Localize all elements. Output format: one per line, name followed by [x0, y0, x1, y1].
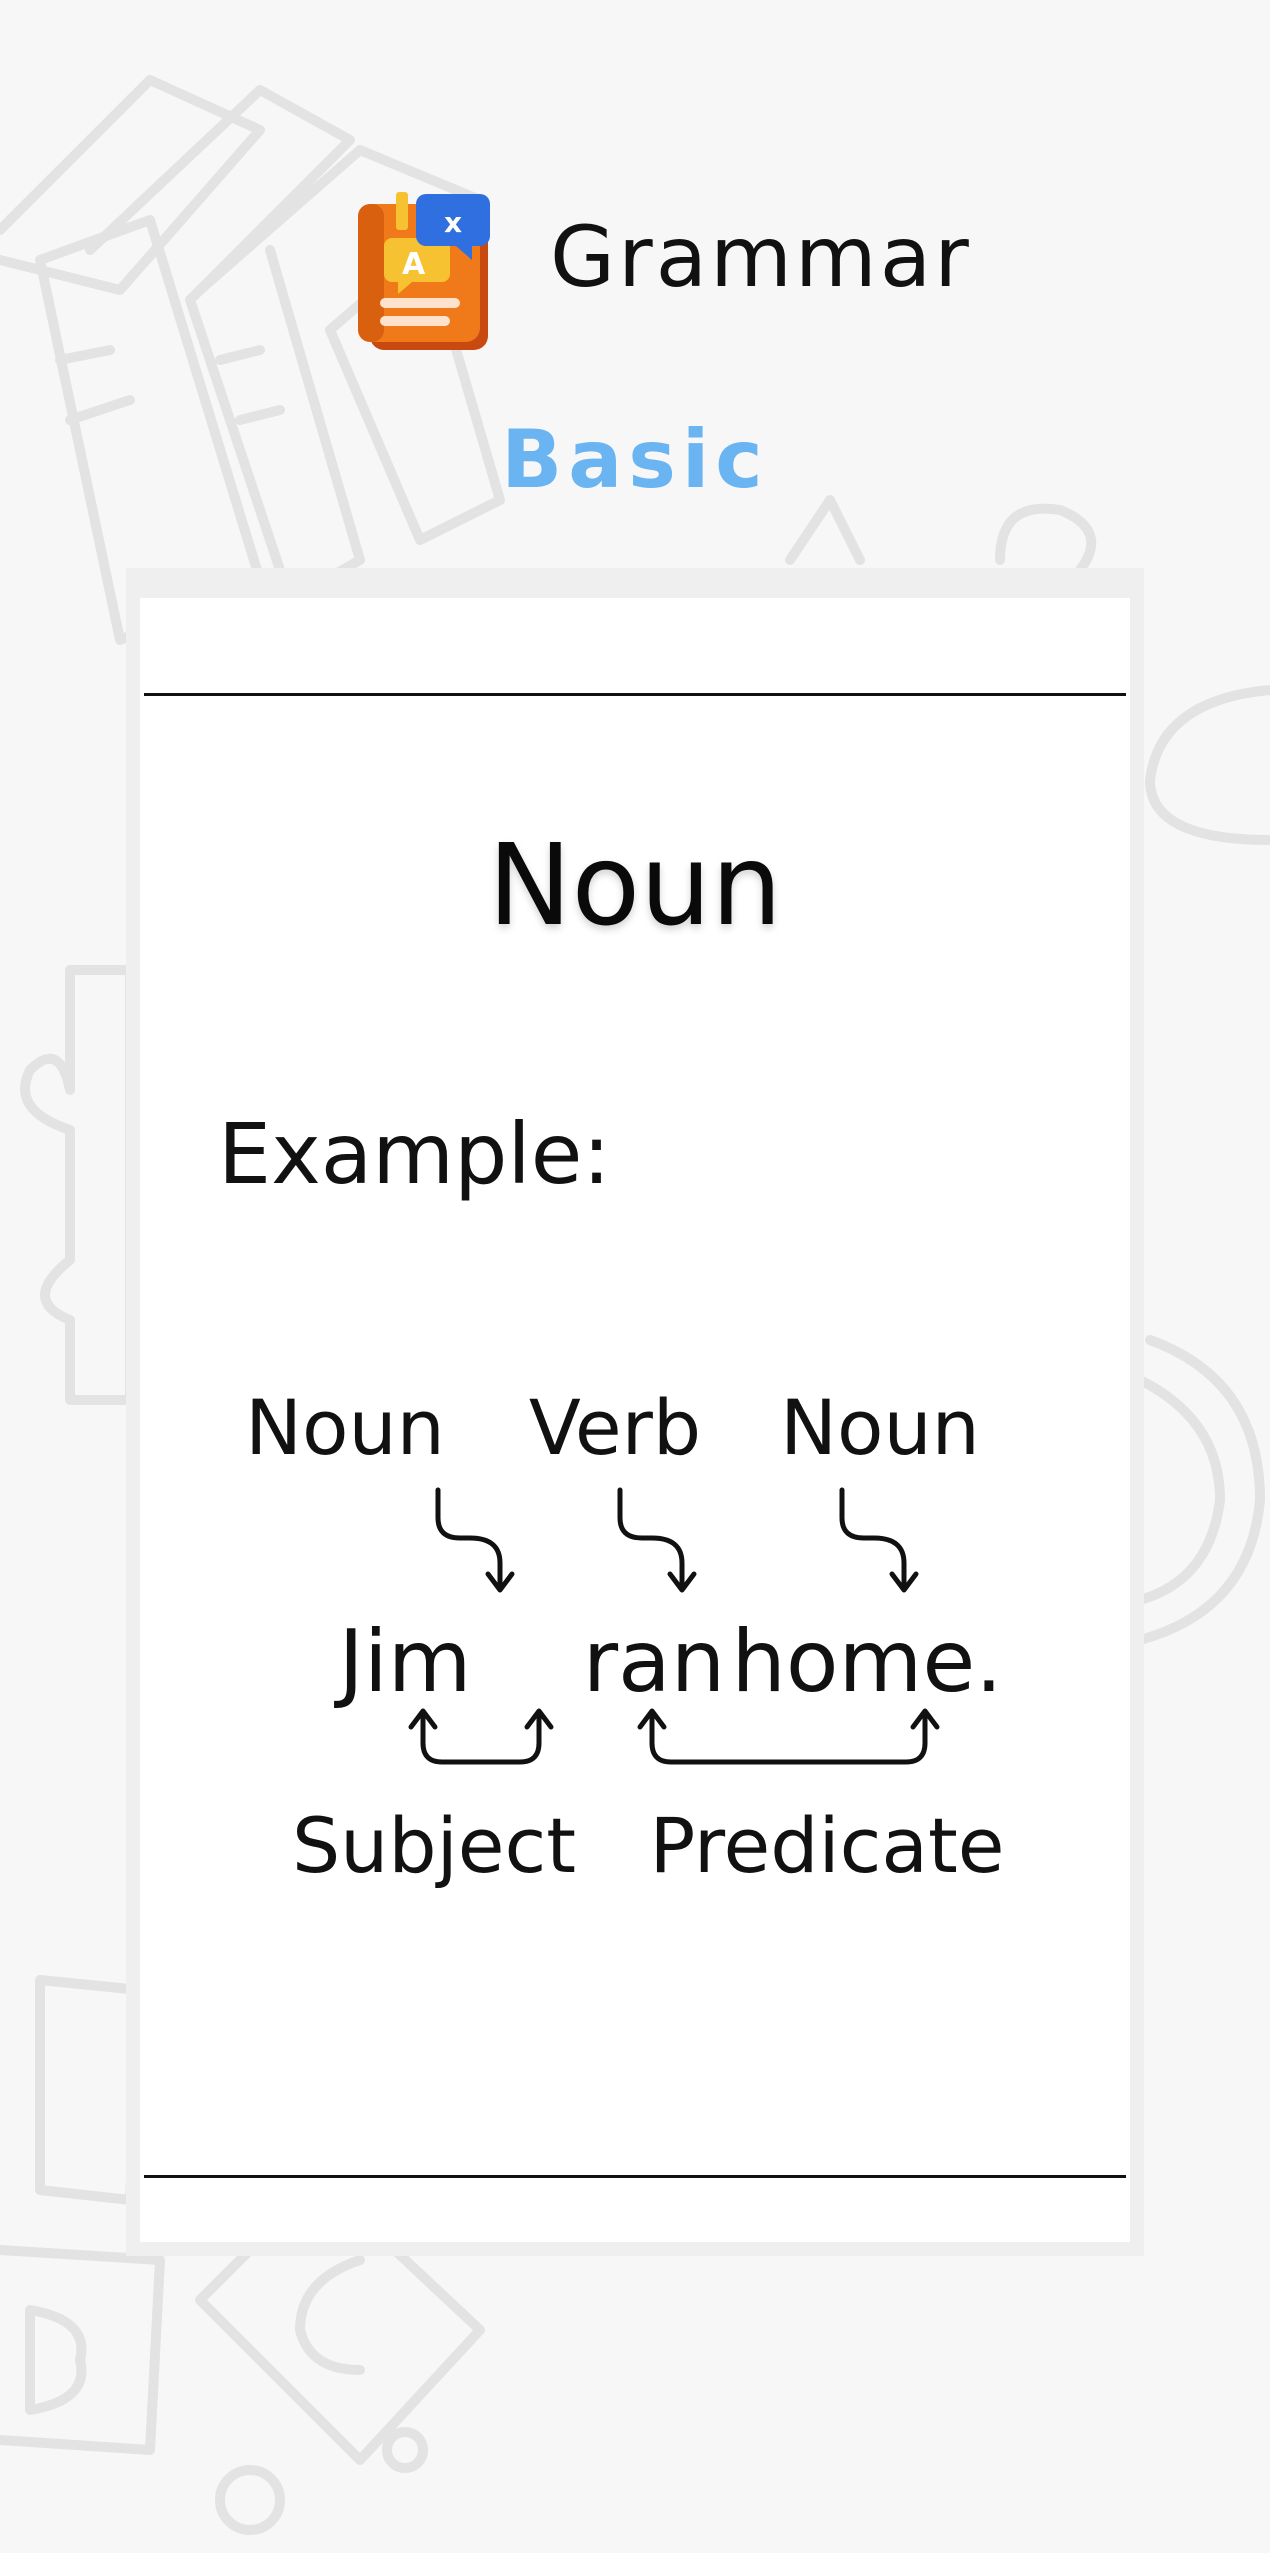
arrow-down-icon: [839, 1487, 919, 1593]
role-label-subject: Subject: [292, 1801, 576, 1890]
sentence-word-home: home.: [731, 1612, 1002, 1712]
page-header: A x Grammar Basic: [0, 0, 1270, 560]
app-title: Grammar: [550, 208, 972, 306]
doodle-book-1: [0, 75, 265, 295]
doodle-puzzle: [20, 965, 135, 1405]
doodle-book-2: [85, 85, 355, 305]
role-label-predicate: Predicate: [649, 1801, 1004, 1890]
doodle-letter-a: [785, 495, 865, 565]
sentence-diagram: Noun Verb Noun Jim ran home.: [245, 1383, 1004, 1890]
level-label: Basic: [501, 413, 769, 506]
example-label: Example:: [218, 1105, 611, 1203]
card-title: Noun: [487, 821, 783, 951]
doodle-curl: [1145, 685, 1270, 845]
doodle-block-b: [0, 2245, 165, 2455]
arrow-down-icon: [617, 1487, 697, 1593]
grammar-book-icon: A x: [358, 192, 490, 350]
subject-bracket-icon: [408, 1708, 554, 1765]
lesson-card: Noun Example: Noun Verb Noun: [140, 598, 1130, 2242]
svg-text:A: A: [402, 247, 426, 282]
part-label-verb: Verb: [529, 1383, 701, 1472]
bottom-divider: [144, 2175, 1126, 2178]
svg-text:x: x: [444, 206, 462, 239]
top-divider: [144, 693, 1126, 696]
doodle-letter-b: [995, 503, 1097, 575]
part-label-noun-1: Noun: [245, 1383, 445, 1472]
doodle-circle: [1135, 1335, 1265, 1645]
sentence-word-jim: Jim: [333, 1612, 471, 1712]
sentence-word-ran: ran: [583, 1612, 726, 1712]
part-label-noun-2: Noun: [780, 1383, 980, 1472]
doodle-block-a: [35, 1975, 145, 2205]
arrow-down-icon: [435, 1487, 515, 1593]
predicate-bracket-icon: [637, 1708, 940, 1765]
